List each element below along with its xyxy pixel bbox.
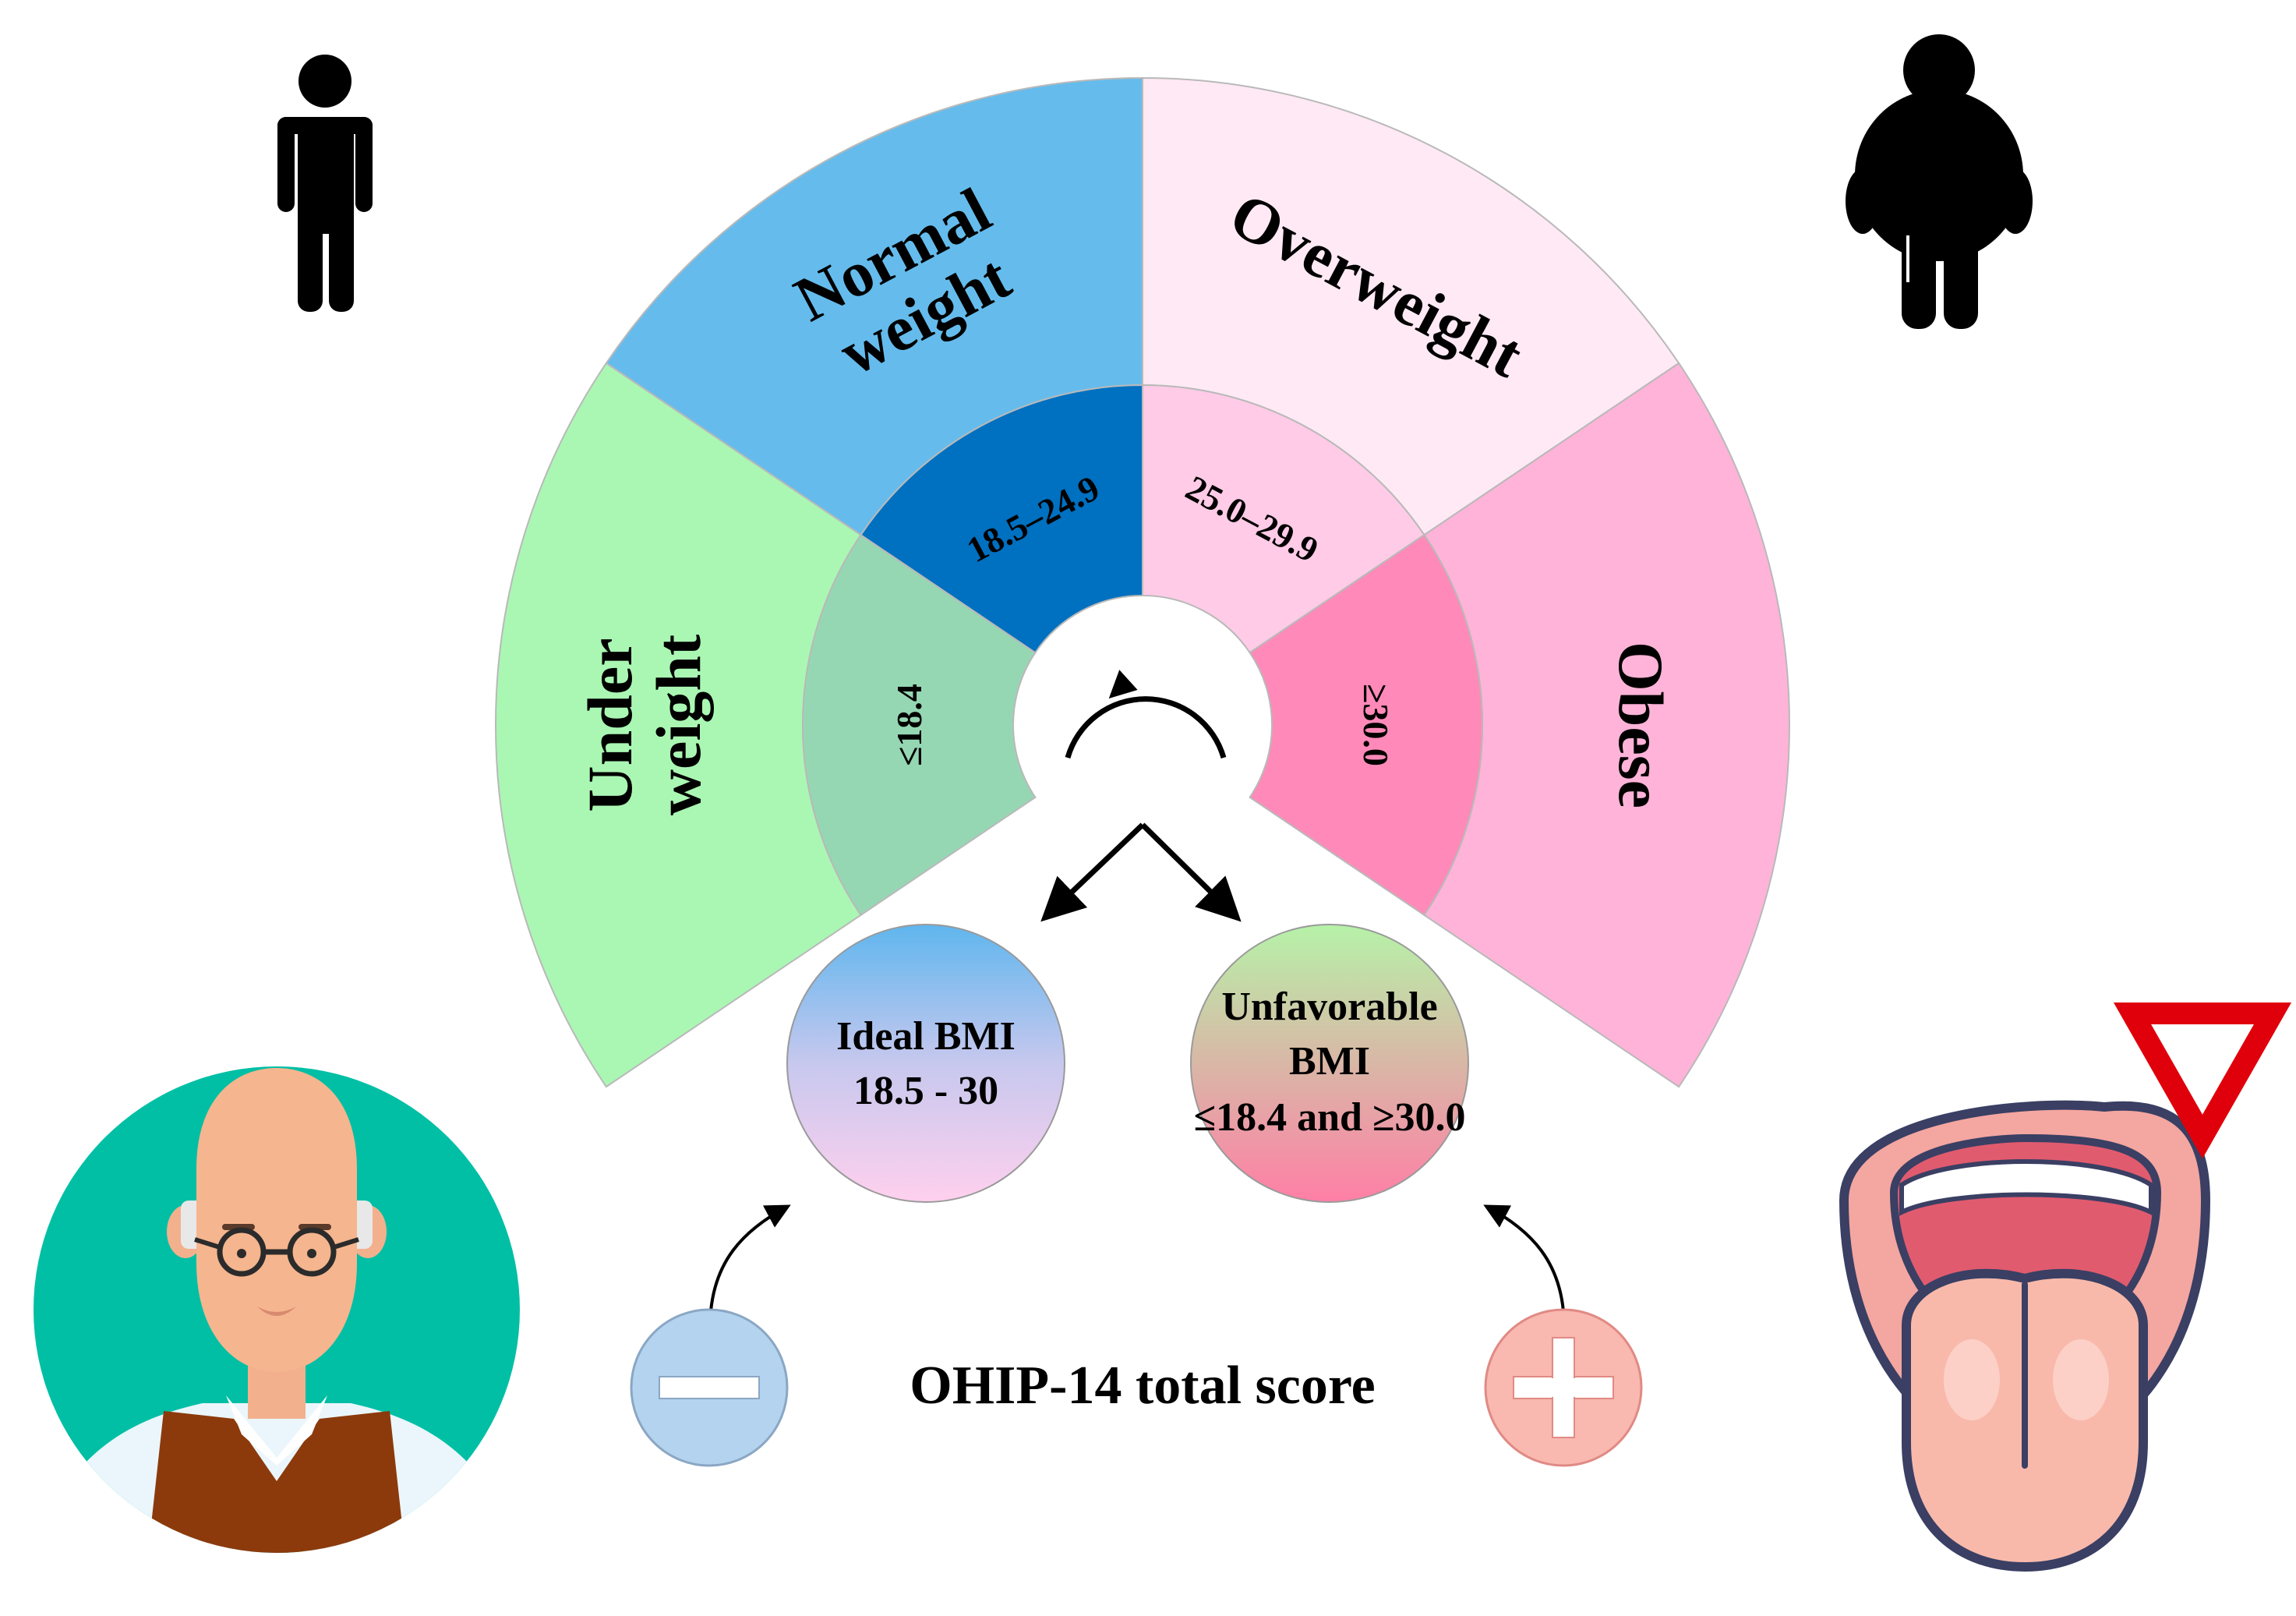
plus-icon bbox=[1484, 1308, 1643, 1467]
minus-icon bbox=[630, 1308, 789, 1467]
segment-obese-inner bbox=[1249, 533, 1484, 917]
warning-triangle-icon bbox=[2113, 1002, 2292, 1159]
segment-underweight-range: ≤18.4 bbox=[889, 684, 929, 766]
unfavorable-bmi-line-1: Unfavorable bbox=[1221, 985, 1437, 1029]
slim-person-icon bbox=[277, 55, 373, 312]
segment-obese-label: Obese bbox=[1605, 642, 1676, 808]
segment-overweight-inner bbox=[1142, 384, 1425, 654]
unfavorable-bmi-line-3: ≤18.4 and ≥30.0 bbox=[1194, 1095, 1466, 1140]
elderly-man-avatar bbox=[34, 1066, 520, 1553]
bmi-wheel: Underweight≤18.4Normalweight18.5–24.9Ove… bbox=[495, 76, 1790, 1088]
ohip-score-label: OHIP-14 total score bbox=[910, 1356, 1375, 1416]
segment-normal-inner bbox=[860, 384, 1143, 654]
ideal-bmi-circle: Ideal BMI 18.5 - 30 bbox=[786, 924, 1065, 1203]
segment-obese-range: ≥30.0 bbox=[1356, 684, 1396, 766]
segment-underweight-label: Underweight bbox=[574, 635, 714, 815]
rotate-arrow-icon bbox=[1065, 670, 1227, 758]
unfavorable-bmi-line-2: BMI bbox=[1289, 1039, 1370, 1084]
obese-person-icon bbox=[1846, 34, 2033, 329]
unfavorable-bmi-circle: Unfavorable BMI ≤18.4 and ≥30.0 bbox=[1190, 924, 1469, 1203]
diverging-arrows bbox=[1040, 822, 1242, 922]
ideal-bmi-line-2: 18.5 - 30 bbox=[853, 1069, 998, 1113]
segment-underweight-inner bbox=[801, 533, 1037, 917]
open-mouth-tongue-icon bbox=[1839, 1100, 2211, 1572]
score-arrows bbox=[709, 1204, 1565, 1312]
ideal-bmi-line-1: Ideal BMI bbox=[836, 1014, 1016, 1059]
